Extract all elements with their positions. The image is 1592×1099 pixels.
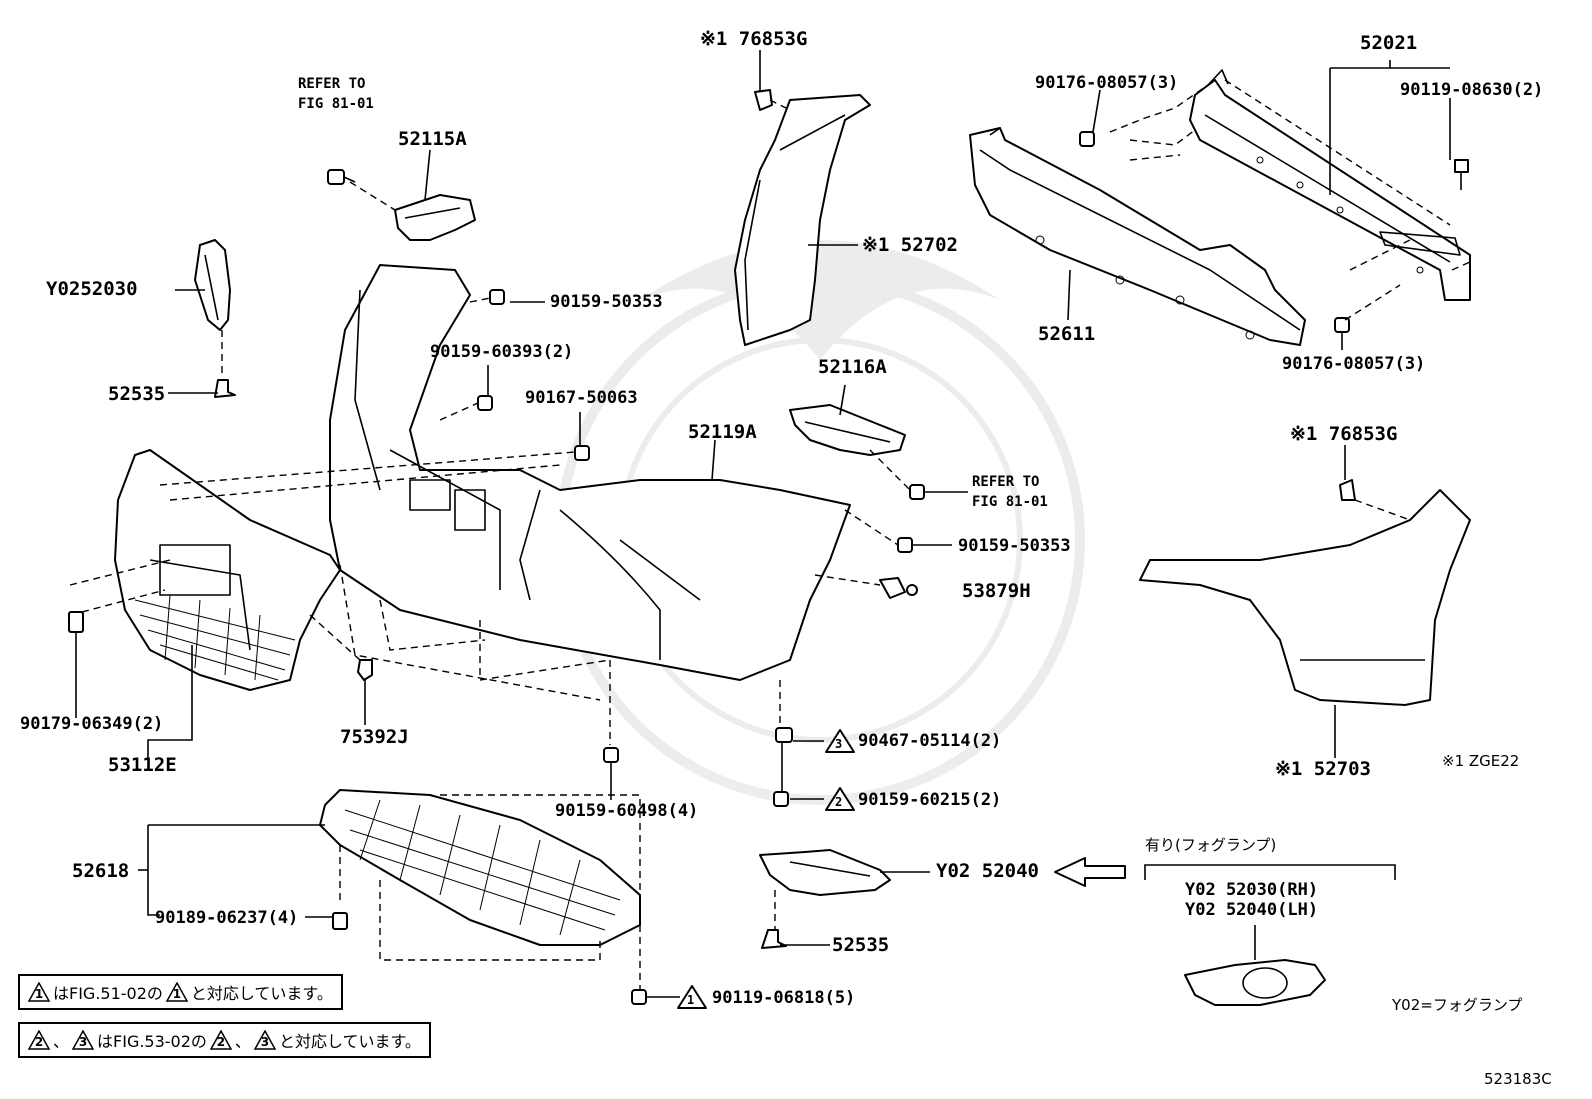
note2-sep-b: 、 bbox=[234, 1032, 251, 1051]
label-52115a: 52115A bbox=[398, 128, 467, 150]
label-52702: ※1 52702 bbox=[862, 234, 958, 256]
dashed-guides bbox=[69, 79, 1471, 990]
label-90176-bottom: 90176-08057(3) bbox=[1282, 354, 1426, 374]
label-90159-60498: 90159-60498(4) bbox=[555, 801, 699, 821]
fog-cover-y0252040 bbox=[759, 849, 891, 896]
refer-note-top-line2: FIG 81-01 bbox=[298, 96, 374, 113]
triangle-badge-icon: 3 bbox=[253, 1030, 276, 1050]
label-90176-top: 90176-08057(3) bbox=[1035, 73, 1179, 93]
label-90167-50063: 90167-50063 bbox=[525, 388, 638, 408]
badge-90467: 3 bbox=[835, 737, 843, 751]
bumper-molding-52703 bbox=[1139, 489, 1471, 706]
note2-sep-a: 、 bbox=[53, 1032, 70, 1051]
grille-mesh bbox=[134, 594, 296, 681]
label-52119a: 52119A bbox=[688, 421, 757, 443]
note-fig53: 2 、 3 はFIG.53-02の 2 、 3 と対応しています。 bbox=[18, 1022, 431, 1058]
note2-text-b: と対応しています。 bbox=[278, 1032, 421, 1051]
label-90159-50353-top: 90159-50353 bbox=[550, 292, 663, 312]
diagram-id: 523183C bbox=[1484, 1070, 1552, 1088]
arrow-left bbox=[1054, 857, 1126, 887]
refer-note-mid: REFER TO FIG 81-01 bbox=[972, 472, 1048, 513]
label-90189-06237: 90189-06237(4) bbox=[155, 908, 299, 928]
label-53112e: 53112E bbox=[108, 754, 177, 776]
bracket-52115a bbox=[394, 194, 476, 241]
triangle-badge-icon: 3 bbox=[72, 1030, 95, 1050]
note1-badge-a: 1 bbox=[34, 987, 44, 1001]
refer-note-mid-line2: FIG 81-01 bbox=[972, 494, 1048, 511]
label-76853g-mid: ※1 76853G bbox=[1290, 423, 1398, 445]
label-90179-06349: 90179-06349(2) bbox=[20, 714, 164, 734]
label-90159-50353-mid: 90159-50353 bbox=[958, 536, 1071, 556]
note2-badge-c: 2 bbox=[216, 1035, 226, 1049]
note2-badge-d: 3 bbox=[260, 1035, 270, 1049]
label-52535-top: 52535 bbox=[108, 383, 166, 405]
refer-note-top: REFER TO FIG 81-01 bbox=[298, 74, 374, 115]
fender-liner-52702 bbox=[734, 94, 871, 346]
note1-badge-b: 1 bbox=[172, 987, 182, 1001]
label-90159-60393: 90159-60393(2) bbox=[430, 342, 574, 362]
label-52021: 52021 bbox=[1360, 32, 1418, 54]
fog-cover-y0252030 bbox=[194, 239, 231, 331]
leader-lines bbox=[75, 50, 1451, 998]
label-y02-legend: Y02=フォグランプ bbox=[1392, 996, 1523, 1014]
bumper-cover-52119a bbox=[329, 264, 851, 681]
refer-note-top-line1: REFER TO bbox=[298, 76, 366, 92]
badge-90119-06818: 1 bbox=[687, 993, 695, 1007]
bumper-absorber-52611 bbox=[969, 127, 1306, 346]
triangle-badge-icon: 1 bbox=[28, 982, 50, 1002]
engine-under-cover-52618 bbox=[319, 789, 641, 946]
label-90159-60215: 90159-60215(2) bbox=[858, 790, 1002, 810]
label-fog-lh: Y02 52040(LH) bbox=[1185, 900, 1319, 920]
label-52703: ※1 52703 bbox=[1275, 758, 1371, 780]
label-52535-bottom: 52535 bbox=[832, 934, 890, 956]
fog-lamp-bezel bbox=[1184, 959, 1326, 1006]
note2-badge-a: 2 bbox=[34, 1035, 44, 1049]
bracket-52116a bbox=[789, 404, 906, 456]
label-90119-08630: 90119-08630(2) bbox=[1400, 80, 1544, 100]
note2-text-a: はFIG.53-02の bbox=[97, 1032, 207, 1051]
label-90119-06818: 90119-06818(5) bbox=[712, 988, 856, 1008]
note2-badge-b: 3 bbox=[78, 1035, 88, 1049]
note1-text-b: と対応しています。 bbox=[190, 984, 333, 1003]
label-fog-with: 有り(フォグランプ) bbox=[1145, 836, 1277, 854]
note-fig51: 1 はFIG.51-02の 1 と対応しています。 bbox=[18, 974, 343, 1010]
clip-76853g-top bbox=[754, 89, 773, 111]
label-76853g-top: ※1 76853G bbox=[700, 28, 808, 50]
refer-note-mid-line1: REFER TO bbox=[972, 474, 1040, 490]
label-52116a: 52116A bbox=[818, 356, 887, 378]
label-52611: 52611 bbox=[1038, 323, 1096, 345]
label-y0252030: Y0252030 bbox=[46, 278, 138, 300]
triangle-badges bbox=[677, 729, 855, 1009]
label-y0252040: Y02 52040 bbox=[936, 860, 1039, 882]
note1-text-a: はFIG.51-02の bbox=[53, 984, 163, 1003]
bumper-lower-grille-53112e bbox=[114, 449, 341, 691]
label-52618: 52618 bbox=[72, 860, 130, 882]
clip-52535-bottom bbox=[761, 929, 787, 949]
label-53879h: 53879H bbox=[962, 580, 1031, 602]
triangle-badge-icon: 2 bbox=[28, 1030, 50, 1050]
clip-52535-left bbox=[214, 379, 236, 398]
label-fog-rh: Y02 52030(RH) bbox=[1185, 880, 1319, 900]
label-90467-05114: 90467-05114(2) bbox=[858, 731, 1002, 751]
bolt-52115a bbox=[327, 169, 356, 185]
fasteners bbox=[68, 131, 1469, 1005]
triangle-badge-icon: 1 bbox=[165, 982, 188, 1002]
label-zge22: ※1 ZGE22 bbox=[1442, 752, 1520, 770]
triangle-badge-icon: 2 bbox=[209, 1030, 232, 1050]
badge-90159-60215: 2 bbox=[835, 795, 843, 809]
label-75392j: 75392J bbox=[340, 726, 409, 748]
